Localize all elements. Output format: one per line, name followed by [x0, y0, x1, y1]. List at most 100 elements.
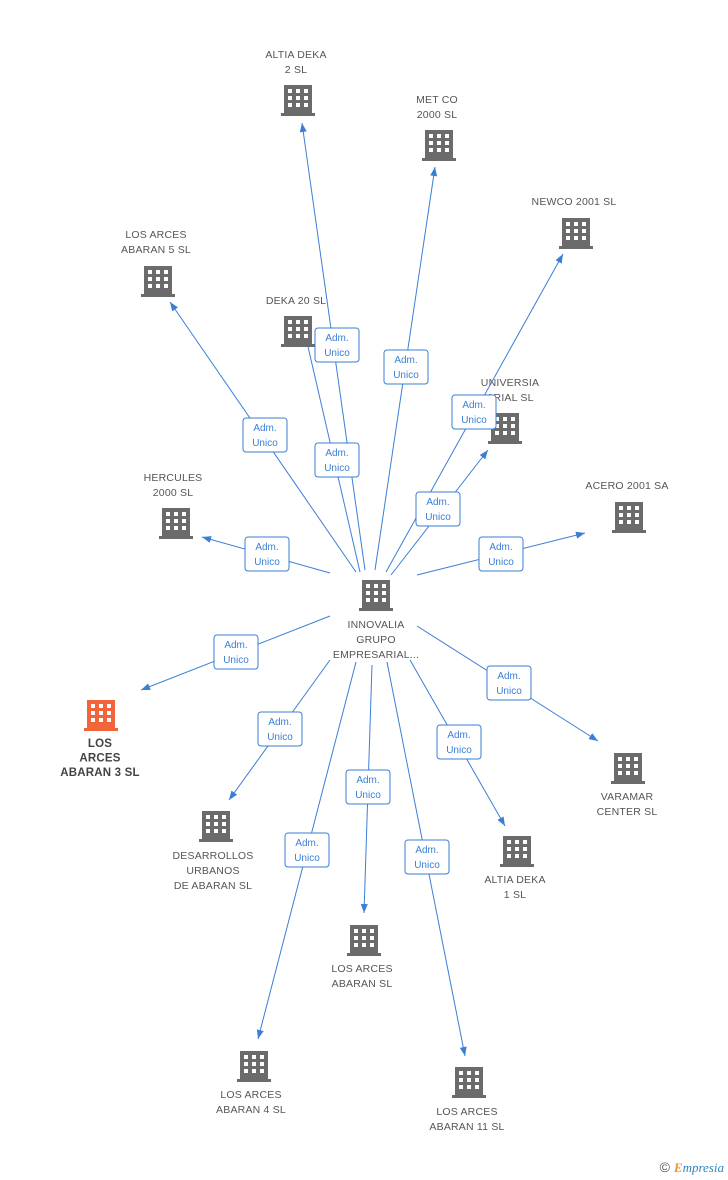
building-icon	[359, 580, 393, 611]
arrowhead-los-arces-abaran-4	[256, 1029, 264, 1039]
node-acero-2001[interactable]: ACERO 2001 SA	[585, 480, 668, 533]
edge-label-newco-2001[interactable]: Adm. Unico	[451, 394, 497, 430]
copyright-icon: ©	[659, 1159, 670, 1175]
edge-label-text: Unico	[461, 415, 487, 426]
edge-label-met-co-2000[interactable]: Adm.Unico	[383, 349, 429, 385]
node-altia-deka-2[interactable]: ALTIA DEKA 2 SL	[265, 49, 326, 116]
arrowhead-los-arces-abaran	[360, 903, 368, 913]
edge-label-text: Unico	[446, 745, 472, 756]
node-label-line: NEWCO 2001 SL	[532, 196, 617, 208]
edge-label-text: Adm.	[253, 423, 276, 434]
arrowhead-los-arces-abaran-5	[170, 302, 178, 312]
edge-label-hercules-2000[interactable]: Adm.Unico	[244, 536, 290, 572]
node-label-line: LOS ARCES	[331, 963, 392, 975]
node-label-line: ABARAN 5 SL	[121, 244, 191, 256]
building-icon	[237, 1051, 271, 1082]
edge-label-text: Unico	[496, 686, 522, 697]
edge-label-altia-deka-2[interactable]: Adm.Unico	[314, 327, 360, 363]
edge-label-text: Adm.	[462, 400, 485, 411]
edge-label-varamar-center[interactable]: Adm.Unico	[486, 665, 532, 701]
edge-label-los-arces-abaran[interactable]: Adm. Unico	[345, 769, 391, 805]
edge-label-desarrollos-urbanos[interactable]: Adm. Unico	[257, 711, 303, 747]
edge-label-text: Adm.	[224, 640, 247, 651]
edge-label-text: Unico	[425, 512, 451, 523]
node-label-line: ABARAN 11 SL	[429, 1121, 504, 1133]
edge-label-text: Unico	[324, 348, 350, 359]
edge-label-text: Adm.	[394, 355, 417, 366]
building-icon	[141, 266, 175, 297]
edge-label-box	[314, 327, 360, 363]
node-label-line: LOS ARCES	[436, 1106, 497, 1118]
edge-label-los-arces-abaran-11[interactable]: Adm. Unico	[404, 839, 450, 875]
node-label-line: CENTER SL	[597, 806, 658, 818]
node-label-line: HERCULES	[144, 472, 203, 484]
edge-label-text: Unico	[488, 557, 514, 568]
edge-label-text: Unico	[267, 732, 293, 743]
node-label-line: LOS ARCES	[125, 229, 186, 241]
node-label-line: DEKA 20 SL	[266, 295, 326, 307]
building-icon	[500, 836, 534, 867]
node-label-line: UNIVERSIA	[481, 377, 539, 389]
edge-label-box	[436, 724, 482, 760]
edge-label-text: Adm.	[268, 717, 291, 728]
node-label-line: EMPRESARIAL...	[333, 649, 419, 661]
node-label-line: ABARAN 4 SL	[216, 1104, 286, 1116]
edge-label-text: Adm.	[489, 542, 512, 553]
edge-label-acero-2001[interactable]: Adm. Unico	[478, 536, 524, 572]
building-icon	[281, 85, 315, 116]
node-los-arces-abaran-3[interactable]: LOS ARCES ABARAN 3 SL	[60, 700, 140, 779]
arrowhead-los-arces-abaran-3	[141, 683, 151, 690]
arrowhead-universia	[479, 450, 488, 460]
empresia-logo[interactable]: Empresia	[674, 1160, 724, 1175]
edge-label-text: Adm.	[415, 845, 438, 856]
edge-label-text: Adm.	[447, 730, 470, 741]
edge-label-box	[486, 665, 532, 701]
edge-label-altia-deka-1[interactable]: Adm. Unico	[436, 724, 482, 760]
edge-label-box	[257, 711, 303, 747]
edge-label-universia[interactable]: Adm.Unico	[415, 491, 461, 527]
node-label-line: URBANOS	[186, 865, 239, 877]
node-label-line: ACERO 2001 SA	[585, 480, 668, 492]
building-icon	[84, 700, 118, 731]
edge-label-box	[383, 349, 429, 385]
node-newco-2001[interactable]: NEWCO 2001 SL	[532, 196, 617, 249]
node-innovalia[interactable]: INNOVALIAGRUPOEMPRESARIAL...	[333, 580, 419, 661]
building-icon	[611, 753, 645, 784]
node-label-line: 2 SL	[285, 64, 307, 76]
edge-label-text: Adm.	[325, 448, 348, 459]
node-label-line: ALTIA DEKA	[265, 49, 326, 61]
arrowhead-desarrollos-urbanos	[229, 790, 238, 800]
edge-label-text: Unico	[414, 860, 440, 871]
edge-label-box	[415, 491, 461, 527]
node-label-line: VARAMAR	[601, 791, 654, 803]
edge-label-deka-20[interactable]: Adm.Unico	[314, 442, 360, 478]
edge-label-text: Adm.	[356, 775, 379, 786]
edge-label-text: Unico	[355, 790, 381, 801]
brand-name: mpresia	[682, 1160, 724, 1175]
edge-label-text: Adm.	[295, 838, 318, 849]
node-los-arces-abaran-11[interactable]: LOS ARCES ABARAN 11 SL	[429, 1067, 504, 1133]
node-hercules-2000[interactable]: HERCULES 2000 SL	[144, 472, 203, 539]
edge-label-box	[244, 536, 290, 572]
node-varamar-center[interactable]: VARAMAR CENTER SL	[597, 753, 658, 818]
node-label-line: 1 SL	[504, 889, 526, 901]
node-deka-20[interactable]: DEKA 20 SL	[266, 295, 326, 347]
node-label-line: ABARAN 3 SL	[60, 767, 140, 779]
edge-label-box	[213, 634, 259, 670]
edge-label-los-arces-abaran-4[interactable]: Adm.Unico	[284, 832, 330, 868]
node-label-line: LOS	[88, 738, 112, 750]
edge-label-box	[284, 832, 330, 868]
edge-label-text: Unico	[254, 557, 280, 568]
edge-label-los-arces-abaran-5[interactable]: Adm.Unico	[242, 417, 288, 453]
node-los-arces-abaran-5[interactable]: LOS ARCES ABARAN 5 SL	[121, 229, 191, 297]
edge-label-los-arces-abaran-3[interactable]: Adm.Unico	[213, 634, 259, 670]
node-label-line: ARCES	[79, 753, 120, 765]
node-label-line: 2000 SL	[153, 487, 194, 499]
